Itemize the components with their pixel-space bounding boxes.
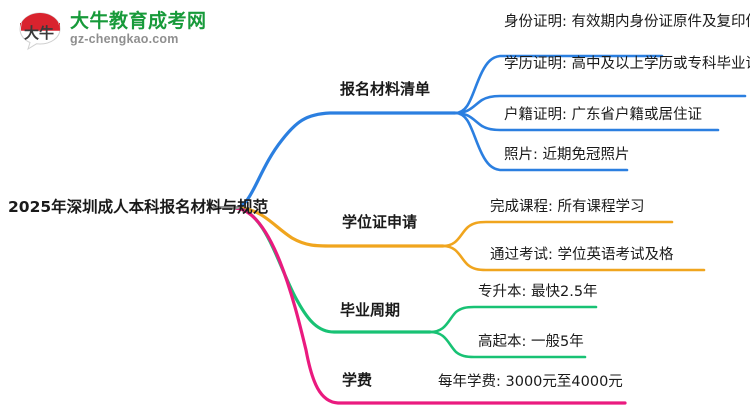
logo-wordmark: 大牛教育成考网 gz-chengkao.com: [70, 10, 250, 47]
logo-title: 大牛教育成考网: [70, 10, 207, 32]
svg-text:大牛: 大牛: [24, 24, 54, 42]
leaf-label-education-proof[interactable]: 学历证明: 高中及以上学历或专科毕业证: [504, 56, 750, 72]
leaf-label-pass-exam[interactable]: 通过考试: 学位英语考试及格: [490, 247, 674, 263]
branch-label-graduation-cycle[interactable]: 毕业周期: [340, 301, 401, 319]
branch-label-registration-materials[interactable]: 报名材料清单: [340, 80, 431, 98]
leaf-label-complete-courses[interactable]: 完成课程: 所有课程学习: [490, 199, 645, 215]
site-logo[interactable]: 大牛 大牛教育成考网 gz-chengkao.com: [18, 10, 248, 52]
branch-connector-blue: [234, 54, 747, 210]
leaf-label-annual-tuition[interactable]: 每年学费: 3000元至4000元: [438, 374, 623, 390]
branch-label-tuition[interactable]: 学费: [342, 371, 373, 389]
leaf-label-identity-proof[interactable]: 身份证明: 有效期内身份证原件及复印件: [504, 14, 750, 30]
leaf-label-residency-proof[interactable]: 户籍证明: 广东省户籍或居住证: [504, 107, 702, 123]
branch-connector-pink: [234, 206, 627, 405]
branch-connector-orange: [234, 206, 706, 272]
logo-mark-icon: 大牛: [19, 12, 61, 51]
leaf-label-gaoqiben-duration[interactable]: 高起本: 一般5年: [478, 334, 584, 350]
leaf-label-zhuanshengben-duration[interactable]: 专升本: 最快2.5年: [478, 284, 598, 300]
branch-label-degree-application[interactable]: 学位证申请: [342, 213, 418, 231]
logo-subtitle: gz-chengkao.com: [70, 32, 179, 46]
leaf-label-photo[interactable]: 照片: 近期免冠照片: [504, 147, 630, 163]
mindmap-root-label: 2025年深圳成人本科报名材料与规范: [8, 198, 269, 216]
